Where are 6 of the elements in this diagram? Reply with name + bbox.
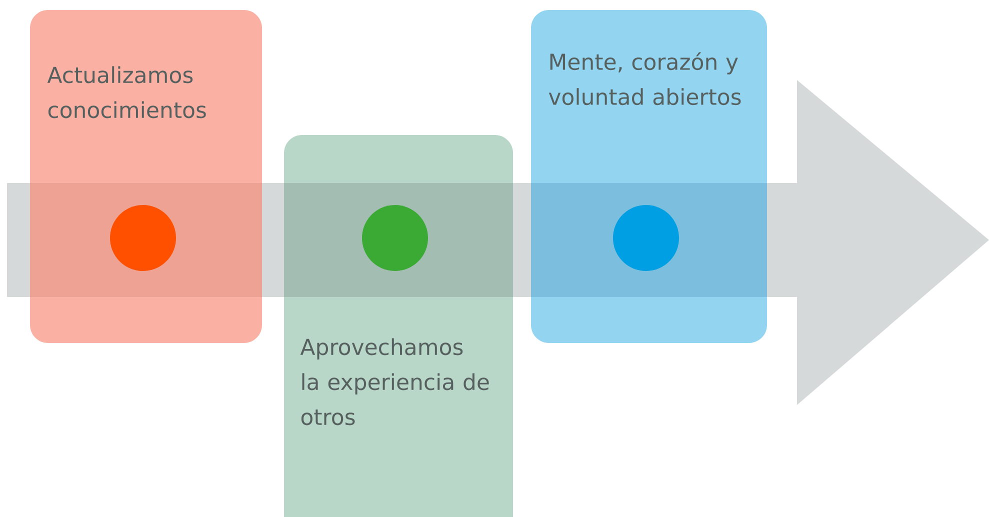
text-card: Aprovechamos la experiencia de otros <box>284 135 513 517</box>
dot <box>110 205 176 271</box>
text-card: Actualizamos conocimientos <box>30 10 262 343</box>
dot <box>613 205 679 271</box>
dot <box>362 205 428 271</box>
text-card: Mente, corazón y voluntad abiertos <box>531 10 767 343</box>
